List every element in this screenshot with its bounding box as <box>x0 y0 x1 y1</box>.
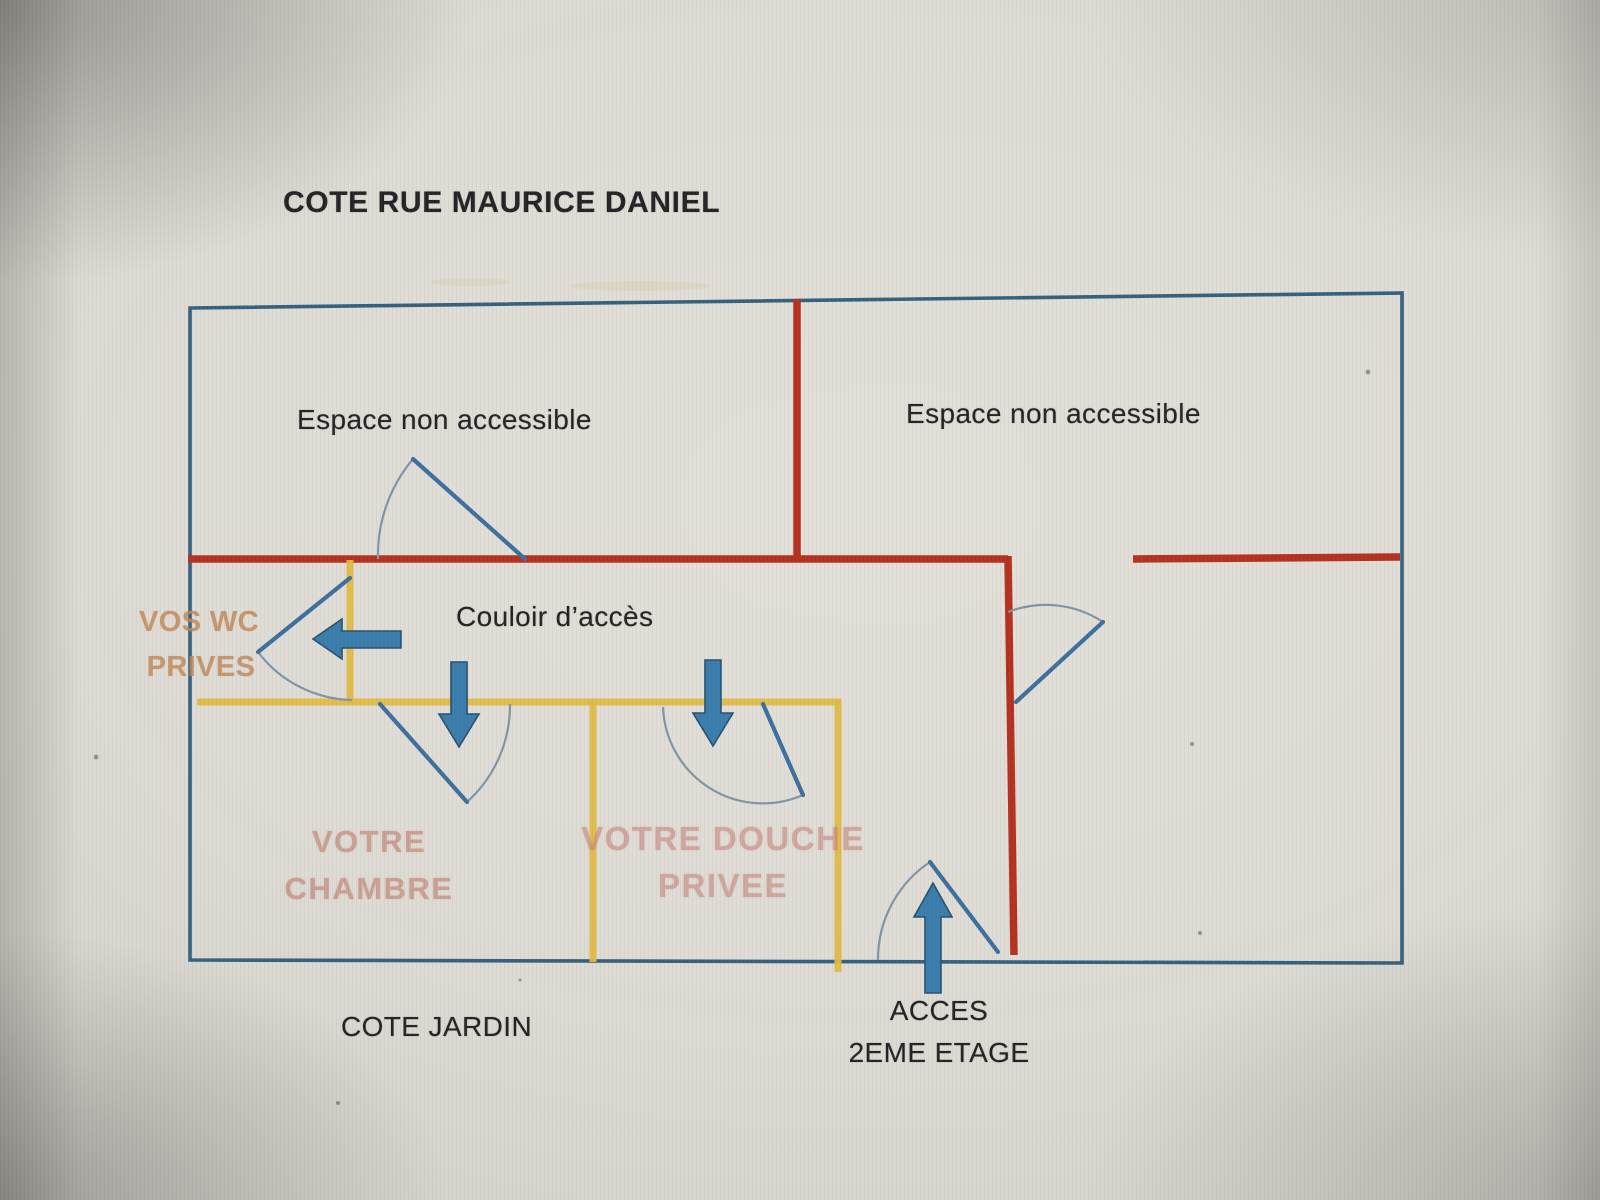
outer-wall <box>188 291 1404 965</box>
label-wc-line2: PRIVES <box>146 651 256 683</box>
plan-title: COTE RUE MAURICE DANIEL <box>283 186 721 219</box>
door-acces-etage <box>876 859 1001 961</box>
arrow-left-wc-icon <box>311 617 402 661</box>
label-espace-non-accessible-right: Espace non accessible <box>906 398 1201 429</box>
dust-specks <box>93 278 1371 1105</box>
label-acces-line1: ACCES <box>889 995 989 1026</box>
arrow-down-douche-icon <box>691 659 735 748</box>
door-espace-left <box>376 456 528 562</box>
label-espace-non-accessible-left: Espace non accessible <box>297 404 592 435</box>
door-corridor-east <box>1007 603 1106 705</box>
label-douche-line2: PRIVEE <box>657 867 789 904</box>
red-wall-corridor-right <box>1004 555 1018 956</box>
label-chambre-line2: CHAMBRE <box>284 871 454 906</box>
label-acces-line2: 2EME ETAGE <box>848 1037 1030 1068</box>
label-wc-line1: VOS WC <box>138 606 260 638</box>
label-douche-line1: VOTRE DOUCHE <box>581 820 865 857</box>
red-wall-horizontal-right <box>1132 553 1401 563</box>
arrow-down-chambre-icon <box>437 661 481 749</box>
label-cote-jardin: COTE JARDIN <box>341 1011 533 1042</box>
door-douche <box>661 701 806 805</box>
door-wc <box>255 575 353 702</box>
label-chambre-line1: VOTRE <box>311 824 427 859</box>
door-chambre <box>377 701 512 805</box>
label-couloir-acces: Couloir d’accès <box>456 601 654 632</box>
arrow-up-acces-icon <box>912 881 954 994</box>
